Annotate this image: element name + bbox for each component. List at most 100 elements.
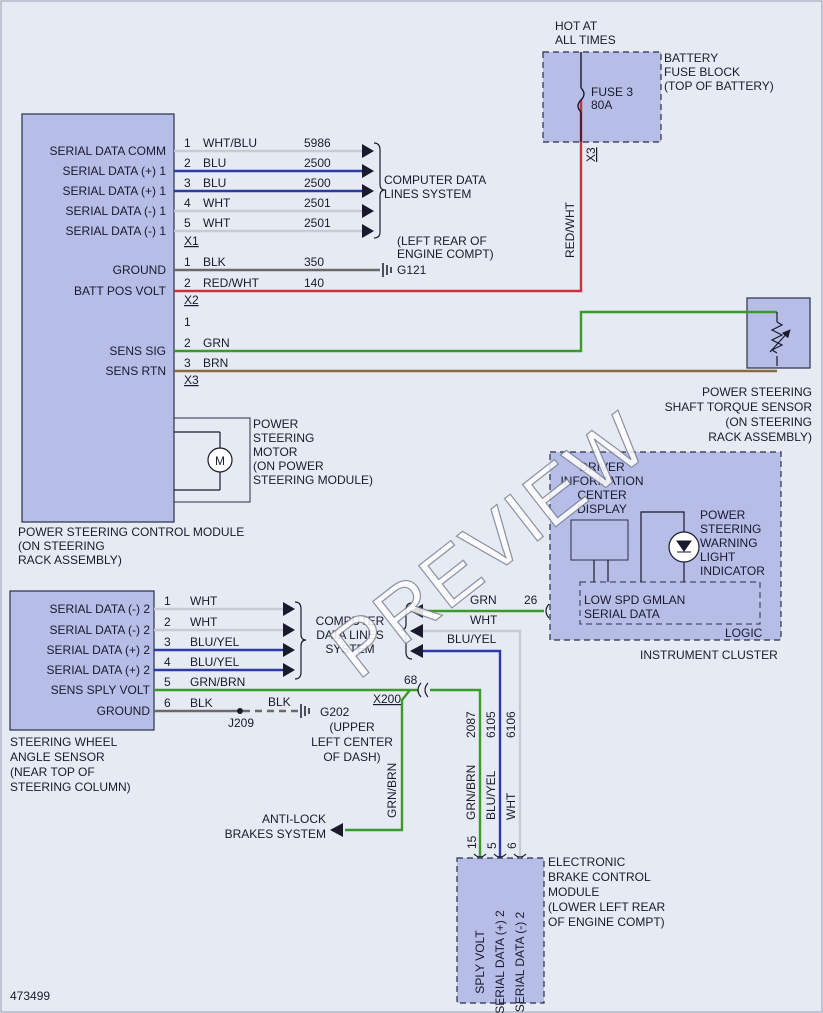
ebcm-label-line-4: (LOWER LEFT REAR xyxy=(548,900,665,914)
pscm-x1-circuit-1: 5986 xyxy=(304,136,331,150)
ground-g121-label-line-2: ENGINE COMPT) xyxy=(397,247,494,261)
swas-label-line-1: STEERING WHEEL xyxy=(10,735,118,749)
logic-box xyxy=(579,581,761,625)
ebcm-label-line-3: MODULE xyxy=(548,885,599,899)
pscm-x1-circuit-3: 2500 xyxy=(304,176,331,190)
swas-color-5: GRN/BRN xyxy=(190,675,245,689)
potentiometer-icon xyxy=(770,321,784,354)
swas-arrow-1 xyxy=(283,602,295,616)
battery-wire-color: RED/WHT xyxy=(563,201,577,258)
dic-display-box xyxy=(570,519,629,561)
pscm-x2-pin-1: 1 xyxy=(184,255,191,269)
ground-g121-label-line-1: (LEFT REAR OF xyxy=(397,234,487,248)
swas-label-line-2: ANGLE SENSOR xyxy=(10,750,105,764)
battery-connector-x3: X3 xyxy=(584,147,598,162)
wire-red-wht-140 xyxy=(174,100,583,293)
ebcm-label-line-2: BRAKE CONTROL xyxy=(548,870,651,884)
x200-pin-68: 68 xyxy=(404,673,418,687)
abs-wire-color: GRN/BRN xyxy=(385,763,399,818)
swas-arrow-4 xyxy=(283,663,295,677)
motor-label-line-1: POWER xyxy=(253,417,299,431)
pscm-x2-circuit-1: 350 xyxy=(304,255,324,269)
pscm-x1-pin-4: 4 xyxy=(184,196,191,210)
cluster-pin-26-arrow xyxy=(410,604,423,618)
wire-wht-6106 xyxy=(412,629,522,858)
swas-arrow-2 xyxy=(283,623,295,637)
motor-label-line-5: STEERING MODULE) xyxy=(253,473,373,487)
swas-pin-3: 3 xyxy=(164,635,171,649)
data-bracket-2 xyxy=(400,602,413,660)
pscm-pin-name-4: SERIAL DATA (-) 1 xyxy=(66,204,167,218)
ground-g121-id: G121 xyxy=(397,263,427,277)
ground-g202-label-line-1: (UPPER xyxy=(329,720,375,734)
ebcm-pin-5: 5 xyxy=(485,842,499,849)
battery-label-line-2: FUSE BLOCK xyxy=(664,65,740,79)
pscm-x3-name-3: SENS RTN xyxy=(106,364,166,378)
ebcm-pin-name-5: SERIAL DATA (+) 2 xyxy=(493,910,507,1013)
pscm-pin-name-2: SERIAL DATA (+) 1 xyxy=(63,164,167,178)
pscm-x3-pin-3: 3 xyxy=(184,356,191,370)
fuse-label-line-1: FUSE 3 xyxy=(591,85,633,99)
swas-color-4: BLU/YEL xyxy=(190,655,240,669)
ebcm-circuit-15: 2087 xyxy=(464,711,478,738)
motor-label-line-4: (ON POWER xyxy=(253,459,324,473)
cluster-blu-yel-arrow xyxy=(410,644,423,658)
pscm-connector-x2: X2 xyxy=(184,293,199,307)
ebcm-connector-15 xyxy=(473,853,487,858)
computer-data-lines-1-line-2: LINES SYSTEM xyxy=(384,187,471,201)
wire-grn-brn-2087 xyxy=(430,688,482,858)
wire-blu-yel-6105 xyxy=(412,649,502,858)
ebcm-pin-name-15: SPLY VOLT xyxy=(473,930,487,994)
pscm-x2-circuit-2: 140 xyxy=(304,276,324,290)
swas-label-line-4: STEERING COLUMN) xyxy=(10,780,131,794)
ebcm-pin-name-6: SERIAL DATA (-) 2 xyxy=(513,911,527,1012)
abs-arrow xyxy=(330,823,343,837)
potentiometer-wiper xyxy=(769,329,791,353)
motor-label-line-3: MOTOR xyxy=(253,445,298,459)
ebcm-wire-color-15: GRN/BRN xyxy=(464,765,478,820)
hot-label-line-2: ALL TIMES xyxy=(555,33,616,47)
swas-pin-name-2: SERIAL DATA (-) 2 xyxy=(50,623,151,637)
ebcm-label-line-5: OF ENGINE COMPT) xyxy=(548,915,665,929)
battery-label-line-1: BATTERY xyxy=(664,51,718,65)
wire-grn-brn-abs xyxy=(345,689,411,832)
computer-data-lines-2-line-1: COMPUTER xyxy=(316,614,385,628)
pscm-x1-color-5: WHT xyxy=(203,216,231,230)
pscm-x2-name-1: GROUND xyxy=(113,263,167,277)
motor-symbol: M xyxy=(215,454,225,468)
x200-connector xyxy=(417,682,429,698)
pscm-x1-pin-3: 3 xyxy=(184,176,191,190)
torque-sensor-label-line-2: SHAFT TORQUE SENSOR xyxy=(665,400,813,414)
pscm-pin-name-5: SERIAL DATA (-) 1 xyxy=(66,224,167,238)
data-bracket-1 xyxy=(373,142,386,239)
cluster-wire-grn: GRN xyxy=(470,593,497,607)
data-arrow-2 xyxy=(362,164,374,178)
pscm-x3-name-2: SENS SIG xyxy=(109,344,166,358)
gmlan-label-line-2: SERIAL DATA xyxy=(584,607,660,621)
hot-label-line-1: HOT AT xyxy=(555,19,598,33)
cluster-wire-wht: WHT xyxy=(470,613,498,627)
pscm-x1-circuit-4: 2501 xyxy=(304,196,331,210)
swas-color-3: BLU/YEL xyxy=(190,635,240,649)
dic-label-line-1: DRIVER xyxy=(579,460,625,474)
warning-light-label-line-4: LIGHT xyxy=(700,550,736,564)
torque-sensor-label-line-4: RACK ASSEMBLY) xyxy=(708,430,812,444)
swas-color-1: WHT xyxy=(190,594,218,608)
swas-pin-name-3: SERIAL DATA (+) 2 xyxy=(47,643,151,657)
data-arrow-3 xyxy=(362,184,374,198)
abs-label-line-1: ANTI-LOCK xyxy=(262,812,326,826)
swas-pin-name-4: SERIAL DATA (+) 2 xyxy=(47,663,151,677)
splice-j209 xyxy=(237,708,243,714)
pscm-x3-pin-1: 1 xyxy=(184,315,191,329)
pscm-pin-name-3: SERIAL DATA (+) 1 xyxy=(63,184,167,198)
ebcm-pin-6: 6 xyxy=(505,842,519,849)
pscm-box xyxy=(21,113,175,523)
pscm-x1-color-3: BLU xyxy=(203,176,226,190)
dic-label-line-4: DISPLAY xyxy=(577,502,627,516)
pscm-x1-circuit-2: 2500 xyxy=(304,156,331,170)
data-bracket-3 xyxy=(294,601,307,680)
instrument-cluster-label: INSTRUMENT CLUSTER xyxy=(640,648,778,662)
pscm-x2-name-2: BATT POS VOLT xyxy=(74,284,167,298)
